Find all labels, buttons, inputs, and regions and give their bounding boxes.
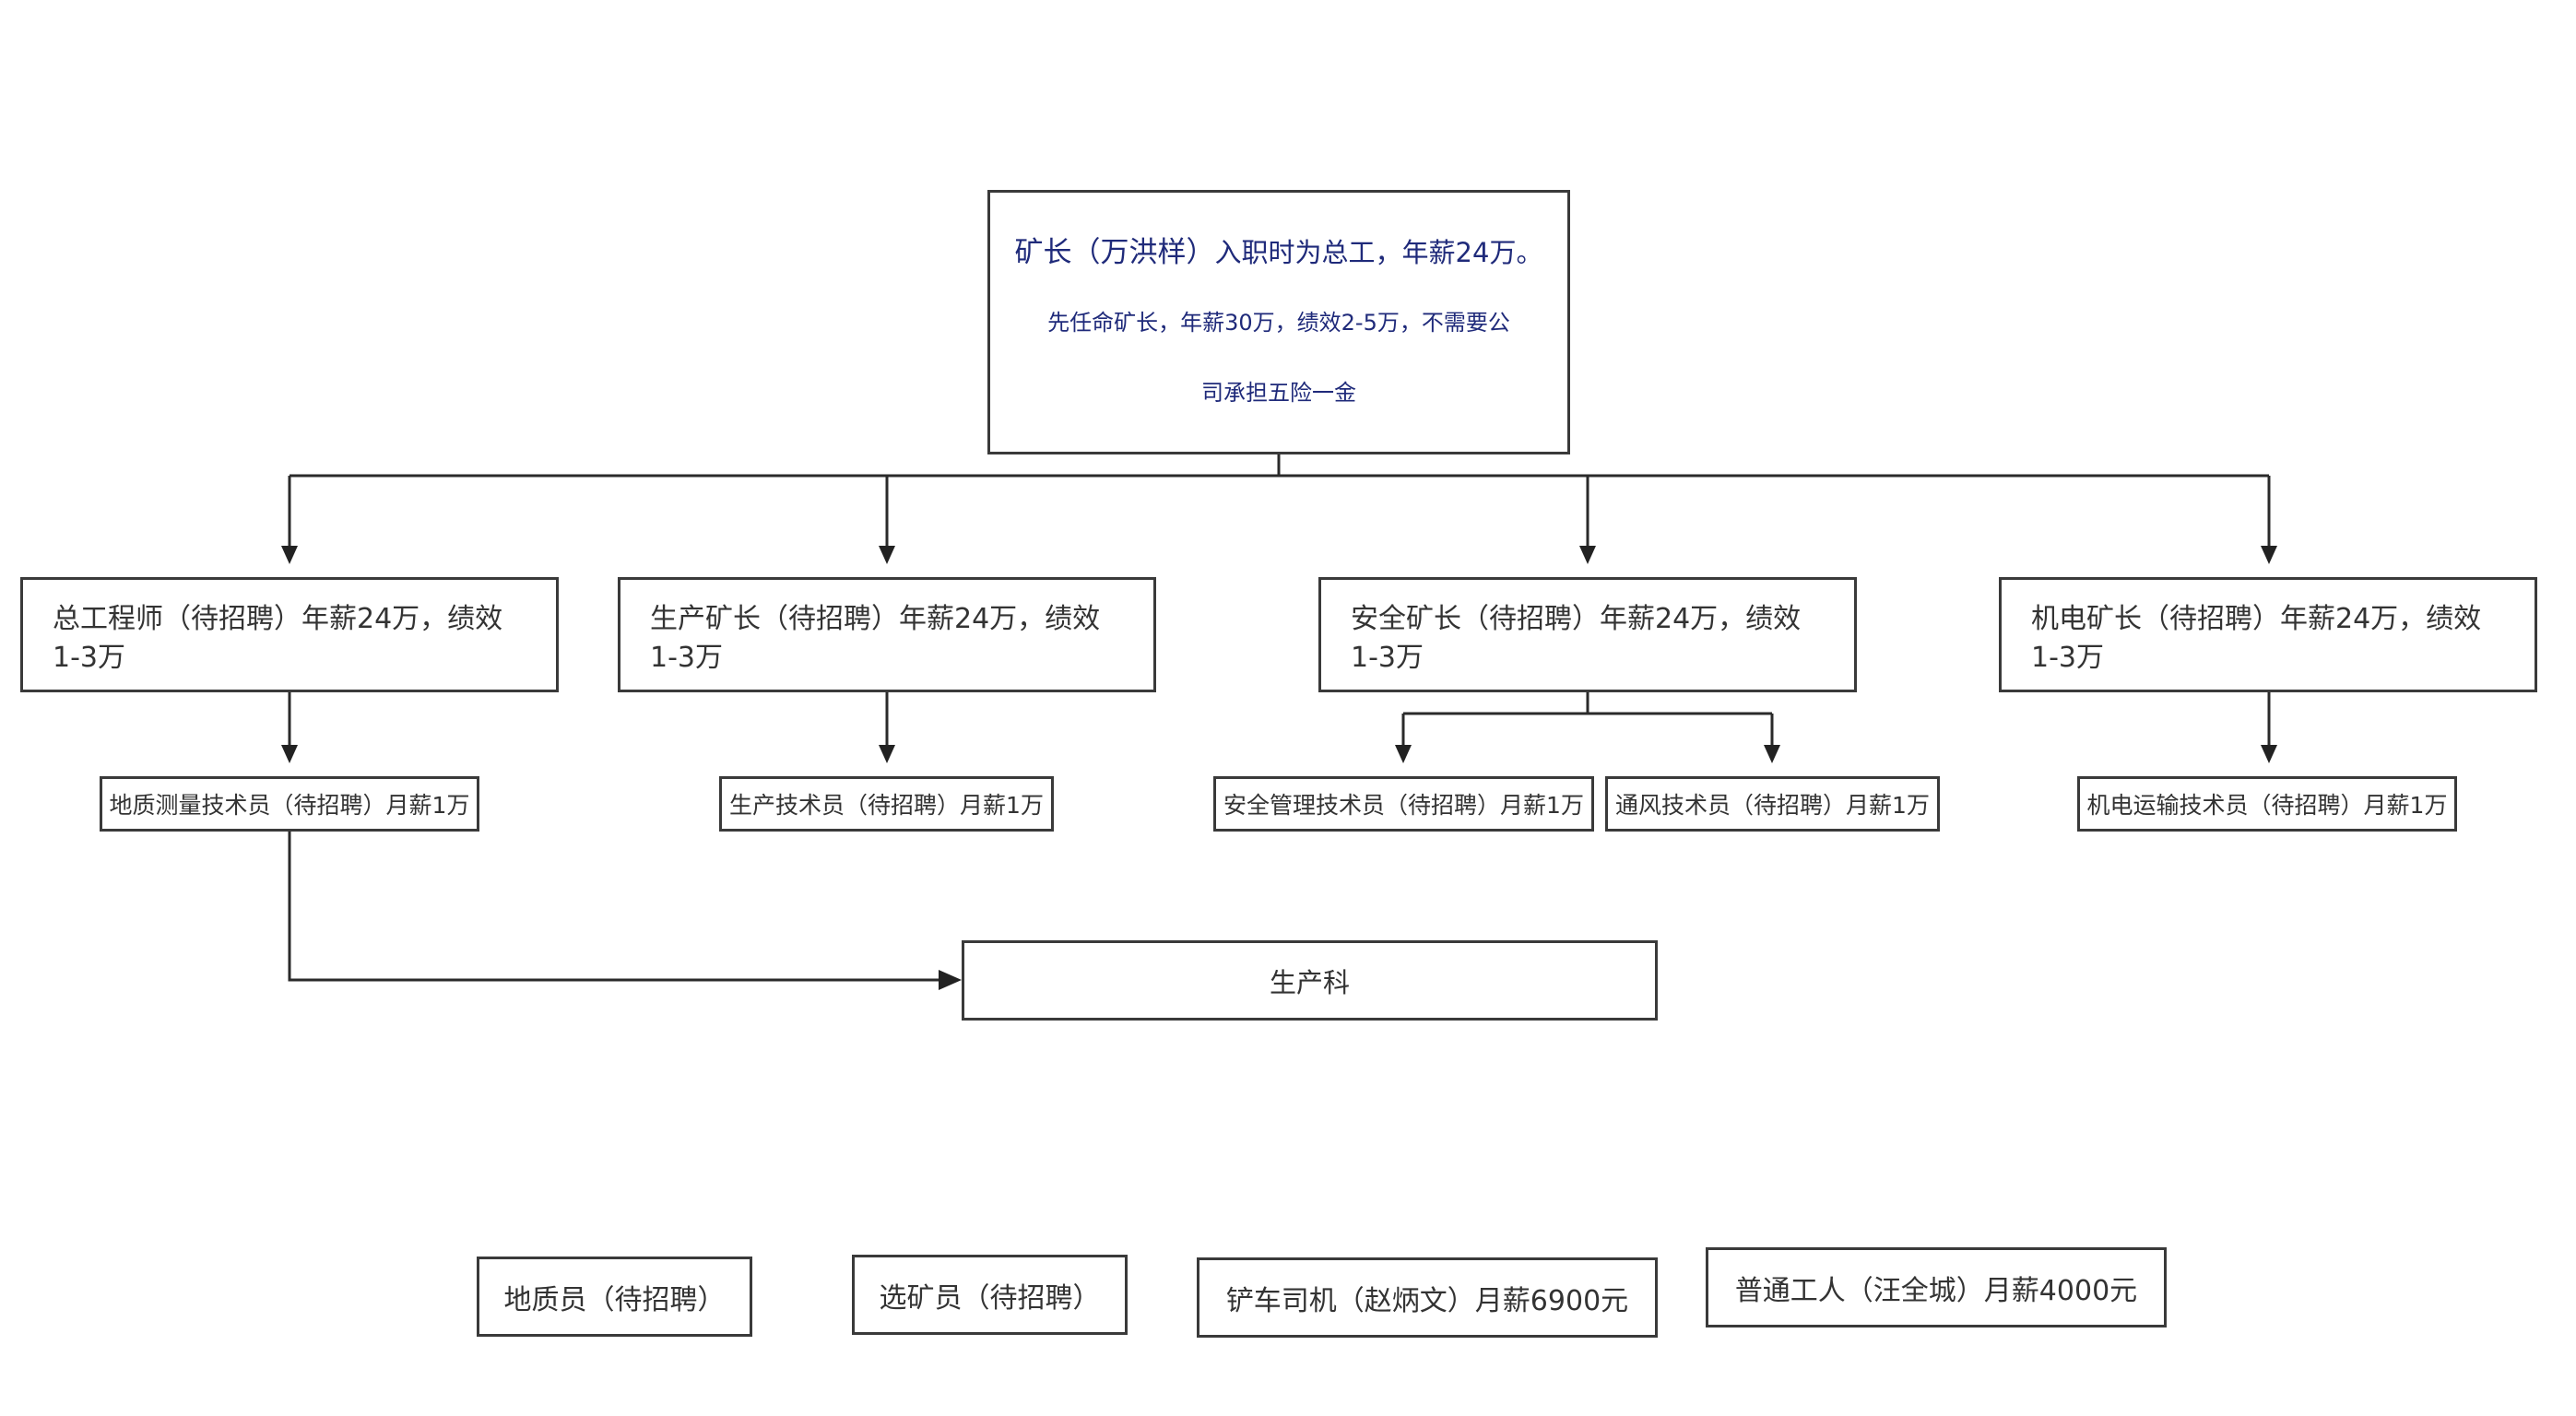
- production-tech-label: 生产技术员（待招聘）月薪1万: [729, 792, 1044, 819]
- ventilation-tech-box[interactable]: 通风技术员（待招聘）月薪1万: [1605, 776, 1940, 832]
- production-tech-box[interactable]: 生产技术员（待招聘）月薪1万: [719, 776, 1054, 832]
- general-worker-box[interactable]: 普通工人（汪全城）月薪4000元: [1706, 1247, 2167, 1328]
- general-worker-label: 普通工人（汪全城）月薪4000元: [1734, 1274, 2138, 1307]
- ore-sorter-label: 选矿员（待招聘）: [879, 1281, 1101, 1315]
- chief-engineer-box[interactable]: 总工程师（待招聘）年薪24万，绩效 1-3万: [20, 577, 559, 692]
- safety-director-line1: 安全矿长（待招聘）年薪24万，绩效: [1351, 603, 1802, 635]
- electromech-transport-tech-label: 机电运输技术员（待招聘）月薪1万: [2086, 792, 2448, 819]
- safety-management-tech-box[interactable]: 安全管理技术员（待招聘）月薪1万: [1213, 776, 1594, 832]
- electromech-director-box[interactable]: 机电矿长（待招聘）年薪24万，绩效 1-3万: [1999, 577, 2537, 692]
- production-department-label: 生产科: [1269, 966, 1350, 998]
- electromech-transport-tech-box[interactable]: 机电运输技术员（待招聘）月薪1万: [2077, 776, 2457, 832]
- geologist-label: 地质员（待招聘）: [503, 1283, 726, 1316]
- mine-director-line3: 司承担五险一金: [1201, 379, 1356, 406]
- geologist-box[interactable]: 地质员（待招聘）: [477, 1257, 752, 1337]
- mine-director-name: 矿长（万洪样）: [1014, 235, 1215, 269]
- chief-engineer-line2: 1-3万: [53, 642, 125, 674]
- mine-director-line2: 先任命矿长，年薪30万，绩效2-5万，不需要公: [1047, 309, 1510, 336]
- mine-director-note: 入职时为总工，年薪24万。: [1214, 236, 1543, 268]
- loader-driver-box[interactable]: 铲车司机（赵炳文）月薪6900元: [1197, 1257, 1658, 1338]
- mine-director-box[interactable]: 矿长（万洪样）入职时为总工，年薪24万。 先任命矿长，年薪30万，绩效2-5万，…: [987, 190, 1570, 454]
- ore-sorter-box[interactable]: 选矿员（待招聘）: [852, 1255, 1128, 1335]
- production-department-box[interactable]: 生产科: [962, 940, 1658, 1021]
- geology-survey-tech-label: 地质测量技术员（待招聘）月薪1万: [109, 792, 470, 819]
- geology-survey-tech-box[interactable]: 地质测量技术员（待招聘）月薪1万: [100, 776, 479, 832]
- loader-driver-label: 铲车司机（赵炳文）月薪6900元: [1225, 1284, 1629, 1317]
- ventilation-tech-label: 通风技术员（待招聘）月薪1万: [1615, 792, 1930, 819]
- production-director-line2: 1-3万: [650, 642, 723, 674]
- electromech-director-line2: 1-3万: [2031, 642, 2104, 674]
- chief-engineer-line1: 总工程师（待招聘）年薪24万，绩效: [53, 603, 503, 635]
- safety-management-tech-label: 安全管理技术员（待招聘）月薪1万: [1223, 792, 1584, 819]
- production-director-box[interactable]: 生产矿长（待招聘）年薪24万，绩效 1-3万: [618, 577, 1156, 692]
- electromech-director-line1: 机电矿长（待招聘）年薪24万，绩效: [2031, 603, 2482, 635]
- mine-director-line1: 矿长（万洪样）入职时为总工，年薪24万。: [1015, 218, 1543, 288]
- safety-director-box[interactable]: 安全矿长（待招聘）年薪24万，绩效 1-3万: [1318, 577, 1857, 692]
- safety-director-line2: 1-3万: [1351, 642, 1424, 674]
- production-director-line1: 生产矿长（待招聘）年薪24万，绩效: [650, 603, 1101, 635]
